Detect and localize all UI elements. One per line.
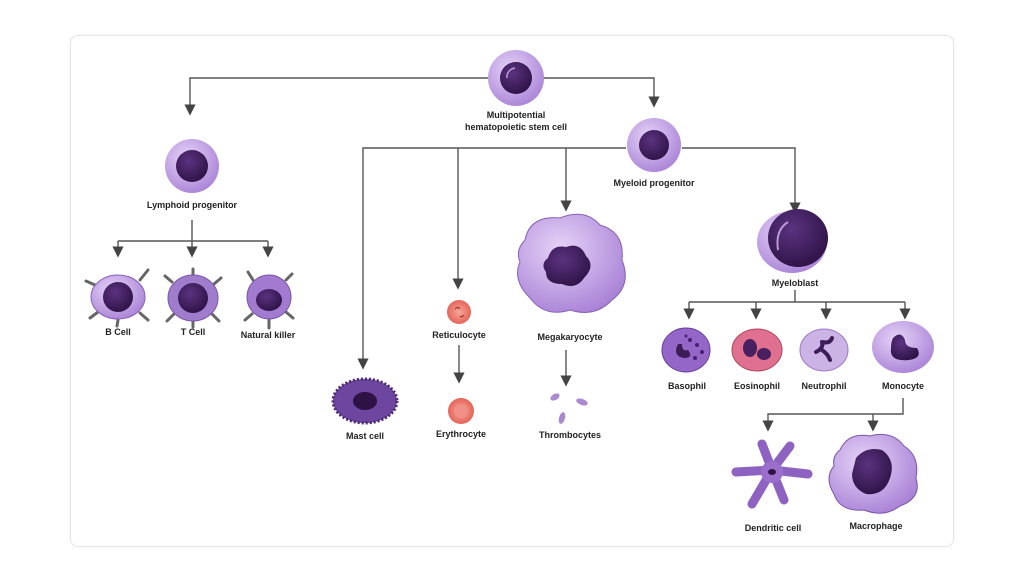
mast-cell xyxy=(331,377,399,425)
b-cell-label: B Cell xyxy=(105,327,131,337)
natural-killer-cell xyxy=(243,270,295,330)
lymphoid-progenitor-label: Lymphoid progenitor xyxy=(147,200,238,210)
megakaryocyte-label: Megakaryocyte xyxy=(537,332,602,342)
stem-cell xyxy=(488,50,544,106)
myeloid-progenitor-label: Myeloid progenitor xyxy=(614,178,695,188)
reticulocyte-label: Reticulocyte xyxy=(432,330,486,340)
basophil-label: Basophil xyxy=(668,381,706,391)
erythrocyte-label: Erythrocyte xyxy=(436,429,486,439)
dendritic-cell-label: Dendritic cell xyxy=(745,523,802,533)
macrophage xyxy=(828,433,918,514)
myeloblast xyxy=(757,209,828,273)
thrombocytes-label: Thrombocytes xyxy=(539,430,601,440)
t-cell xyxy=(163,267,223,329)
dendritic-cell xyxy=(731,439,813,509)
myeloid-progenitor-cell xyxy=(627,118,681,172)
stem-cell-label-2: hematopoietic stem cell xyxy=(465,122,567,132)
basophil xyxy=(661,327,711,373)
lymphoid-progenitor-cell xyxy=(165,139,219,193)
monocyte xyxy=(872,321,934,373)
reticulocyte xyxy=(447,300,471,324)
macrophage-label: Macrophage xyxy=(849,521,902,531)
neutrophil xyxy=(799,328,849,372)
megakaryocyte xyxy=(517,213,626,313)
neutrophil-label: Neutrophil xyxy=(802,381,847,391)
b-cell xyxy=(84,268,150,328)
erythrocyte xyxy=(448,398,474,424)
eosinophil-label: Eosinophil xyxy=(734,381,780,391)
connectors xyxy=(112,77,911,432)
natural-killer-label: Natural killer xyxy=(241,330,296,340)
eosinophil xyxy=(731,328,783,372)
monocyte-label: Monocyte xyxy=(882,381,924,391)
stem-cell-label-1: Multipotential xyxy=(487,110,546,120)
mast-cell-label: Mast cell xyxy=(346,431,384,441)
t-cell-label: T Cell xyxy=(181,327,206,337)
myeloblast-label: Myeloblast xyxy=(772,278,819,288)
thrombocytes xyxy=(550,393,588,424)
